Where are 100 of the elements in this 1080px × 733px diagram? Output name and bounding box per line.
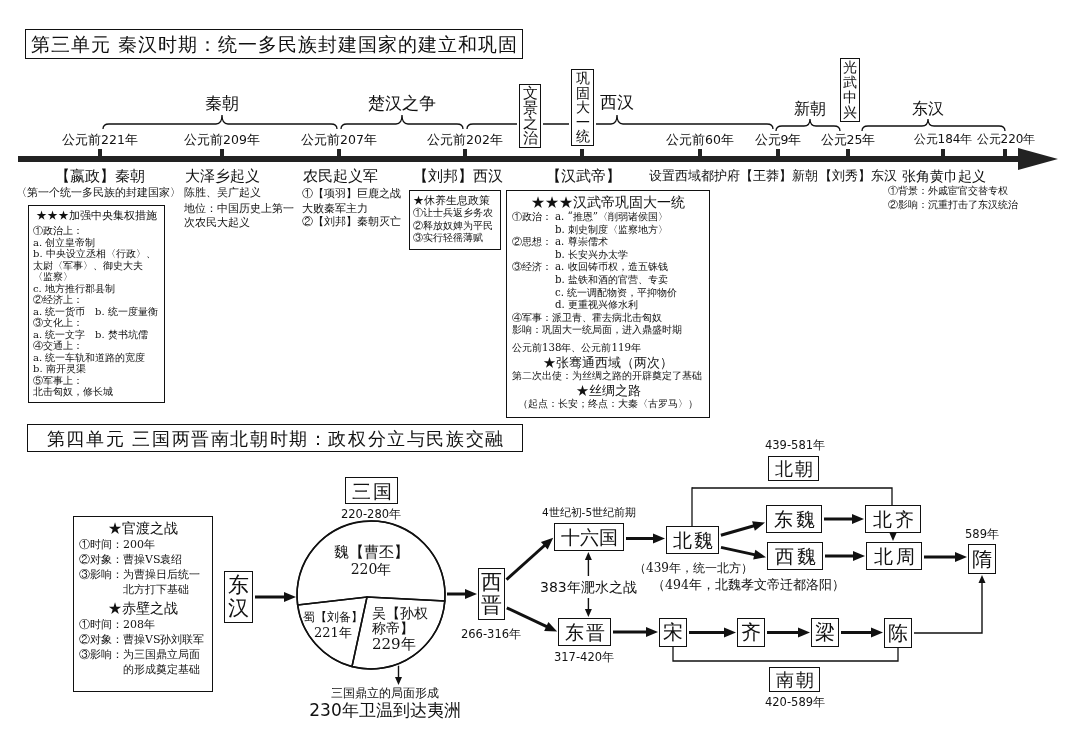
event-label: 【汉武帝】	[545, 167, 621, 185]
list-item: ①让士兵返乡务农	[413, 207, 494, 220]
list-item: b. 长安兴办太学	[555, 248, 629, 262]
list-item: a. 尊崇儒术	[555, 236, 609, 249]
dynasty-box: 北朝	[768, 456, 819, 481]
sector-label: 吴【孙权称帝】 229年	[372, 606, 429, 653]
list-item: c. 地方推行郡县制	[33, 282, 116, 294]
list-item: ④军事：派卫青、霍去病北击匈奴	[512, 311, 663, 324]
date-label: 420-589年	[764, 695, 826, 709]
list-item: b. 南开灵渠	[33, 363, 87, 375]
note-text: （439年，统一北方）	[634, 561, 753, 576]
arrow	[767, 627, 810, 638]
note-text: （494年，北魏孝文帝迁都洛阳）	[652, 577, 845, 593]
note-text: ①背景：外戚宦官交替专权	[888, 184, 1008, 197]
dynasty-box: 东汉	[224, 571, 253, 623]
box-heading: ★★★加强中央集权措施	[35, 209, 158, 223]
arrow	[506, 606, 558, 632]
note-text: 地位：中国历史上第一次农民大起义	[184, 201, 295, 229]
note-text: （起点：长安；终点：大秦〈古罗马〉）	[517, 398, 699, 411]
arrow	[913, 575, 986, 634]
arrow	[824, 514, 864, 524]
section-label: ②思想：	[512, 236, 553, 249]
event-box: 光武中兴	[840, 58, 860, 122]
event-label: 【刘邦】西汉	[413, 167, 503, 185]
note-text: 三国鼎立的局面形成	[330, 686, 440, 700]
section-label: ①政治：	[512, 211, 553, 224]
note-text: 陈胜、吴广起义	[184, 186, 261, 199]
list-item: ②对象：曹操VS袁绍	[79, 552, 184, 567]
note-text: 第二次出使：为丝绸之路的开辟奠定了基础	[512, 370, 703, 383]
date-label: 公元9年	[754, 132, 802, 148]
period-label: 东汉	[912, 99, 944, 119]
box-heading: ★丝绸之路	[574, 382, 642, 398]
event-label: 【刘秀】东汉	[819, 168, 897, 184]
arrow	[841, 627, 883, 638]
list-item: a. 统一车轨和道路的宽度	[33, 351, 147, 363]
note-text: ②影响：沉重打击了东汉统治	[888, 198, 1018, 211]
period-label: 新朝	[794, 99, 826, 119]
list-item: ②释放奴婢为平民	[413, 219, 494, 232]
event-label: 【嬴政】秦朝	[55, 167, 145, 185]
period-label: 西汉	[600, 92, 634, 113]
section-label: ③经济：	[512, 261, 553, 274]
date-label: 317-420年	[553, 650, 615, 664]
box-heading: ★休养生息政策	[413, 194, 491, 207]
list-item: c. 统一调配物资，平抑物价	[555, 286, 679, 299]
date-label: 公元前221年	[62, 132, 138, 148]
date-label: 公元前209年	[184, 132, 260, 148]
list-item: 影响：巩固大一统局面，进入鼎盛时期	[512, 324, 683, 337]
list-item: a. 创立皇帝制	[33, 236, 97, 248]
dynasty-box: 南朝	[769, 667, 820, 692]
list-item: ③影响：为三国鼎立局面的形成奠定基础	[79, 647, 201, 677]
arrow	[889, 533, 897, 541]
list-item: b. 统一度量衡	[95, 305, 159, 317]
list-item: 公元前138年、公元前119年	[512, 341, 642, 355]
date-label: 4世纪初-5世纪前期	[541, 506, 637, 519]
dynasty-box: 三国	[345, 477, 398, 504]
circle-sector	[297, 597, 368, 667]
date-label: 公元前202年	[427, 132, 503, 148]
dynasty-box: 西晋	[478, 568, 505, 620]
list-item: b. 焚书坑儒	[95, 328, 149, 340]
date-label: 220-280年	[340, 507, 402, 521]
list-item: a. 收回铸币权，造五铢钱	[555, 261, 669, 274]
dynasty-box: 北魏	[666, 526, 719, 554]
date-label: 公元184年	[913, 132, 973, 147]
list-item: ③影响：为曹操日后统一北方打下基础	[79, 567, 201, 597]
dynasty-box: 东魏	[766, 505, 822, 533]
dynasty-box: 宋	[659, 618, 687, 647]
title-box: 第三单元 秦汉时期：统一多民族封建国家的建立和巩固	[25, 29, 523, 59]
list-item: a. 统一货币	[33, 305, 87, 317]
event-label: 张角黄巾起义	[902, 167, 986, 185]
period-label: 楚汉之争	[368, 93, 436, 114]
info-box	[28, 205, 165, 403]
dynasty-box: 西魏	[767, 542, 823, 570]
event-label: 230年卫温到达夷洲	[308, 700, 462, 721]
note-text: 〈第一个统一多民族的封建国家〉	[15, 186, 181, 200]
section-label: ②经济上：	[33, 294, 83, 306]
box-heading: ★赤壁之战	[107, 600, 179, 617]
list-item: ①时间：200年	[79, 537, 156, 552]
date-label: 266-316年	[460, 627, 522, 641]
list-item: a. “推恩”〈削弱诸侯国〉	[555, 211, 669, 224]
dynasty-box: 北周	[866, 542, 922, 570]
arrow	[825, 551, 865, 561]
dynasty-box: 齐	[737, 618, 765, 647]
event-label: 大泽乡起义	[184, 167, 260, 185]
circle-sector	[352, 597, 445, 669]
dynasty-box: 梁	[811, 618, 839, 647]
dynasty-box: 隋	[968, 544, 996, 574]
event-box: 巩固大一统	[571, 69, 594, 146]
arrow	[924, 552, 967, 562]
arrow	[613, 627, 658, 637]
period-label: 秦朝	[205, 93, 239, 114]
section-label: ①政治上：	[33, 225, 84, 237]
event-label: 农民起义军	[302, 167, 378, 185]
title-box: 第四单元 三国两晋南北朝时期：政权分立与民族交融	[27, 424, 523, 452]
dynasty-box: 北齐	[865, 505, 921, 533]
list-item: b. 盐铁和酒的官营、专卖	[555, 273, 669, 287]
arrow	[626, 533, 665, 544]
date-label: 公元前60年	[666, 132, 734, 148]
list-item: d. 更重视兴修水利	[555, 299, 639, 312]
divided-circle	[297, 521, 445, 669]
list-item: ①时间：208年	[79, 617, 156, 632]
